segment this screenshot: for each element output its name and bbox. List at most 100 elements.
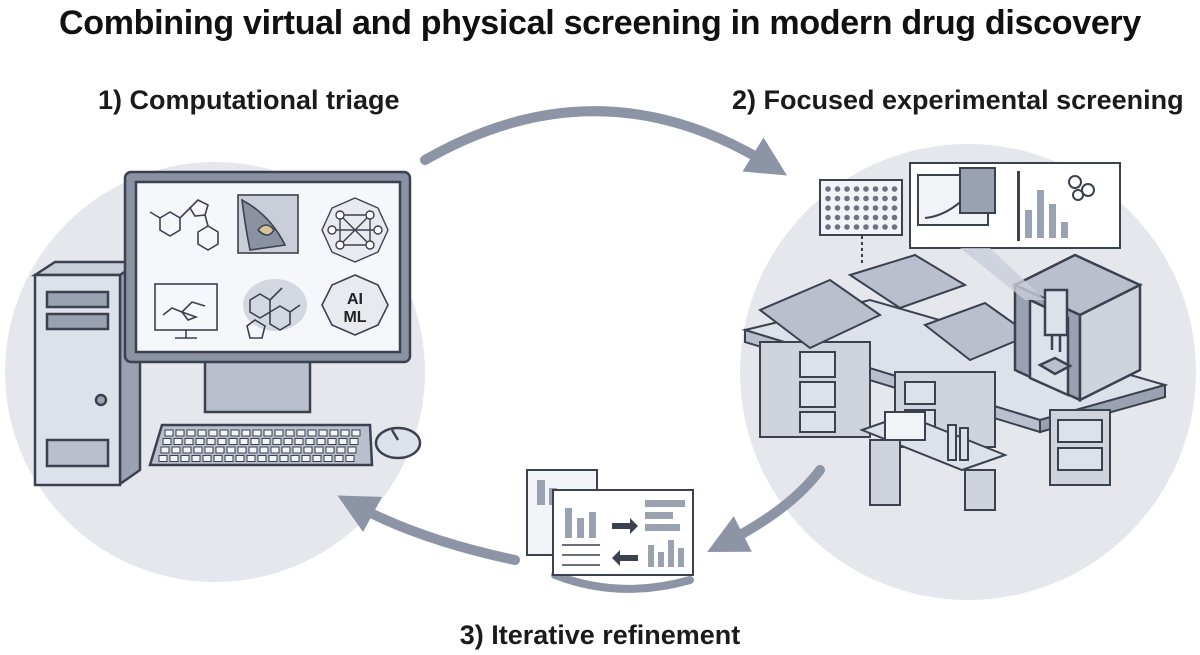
well (891, 205, 898, 211)
key (228, 438, 238, 445)
neural-network-icon (321, 197, 389, 263)
ml-label: ML (343, 309, 366, 326)
key (292, 446, 302, 454)
report-document-icon (526, 469, 694, 576)
key (246, 455, 256, 462)
key (270, 446, 280, 454)
key (314, 446, 324, 454)
key (272, 438, 282, 445)
key (204, 446, 214, 454)
key (250, 438, 260, 445)
well (844, 205, 850, 211)
well (825, 205, 831, 211)
page-title: Combining virtual and physical screening… (59, 4, 1141, 42)
key (316, 438, 326, 445)
well (844, 214, 850, 221)
well (825, 195, 831, 202)
well (872, 214, 879, 221)
key (327, 438, 337, 445)
key (206, 438, 216, 445)
key (285, 429, 295, 437)
key (347, 446, 357, 454)
molecule-icon (149, 199, 219, 251)
key (325, 446, 335, 454)
key (349, 438, 359, 445)
key (257, 455, 267, 462)
key (175, 429, 185, 437)
key (169, 455, 179, 462)
key (263, 429, 273, 437)
key (312, 455, 322, 462)
well (863, 214, 869, 221)
arrow-icon (337, 495, 520, 565)
well (882, 186, 888, 192)
key (182, 446, 192, 454)
key (230, 429, 240, 437)
well (825, 214, 831, 221)
key (202, 455, 212, 462)
key (180, 455, 190, 462)
key (219, 429, 229, 437)
key (279, 455, 289, 462)
well (853, 186, 860, 192)
well (891, 214, 898, 221)
key (274, 429, 284, 437)
key (290, 455, 300, 462)
key (237, 446, 247, 454)
well (844, 224, 850, 230)
key (296, 429, 306, 437)
well (872, 186, 879, 192)
well (853, 224, 860, 230)
key (224, 455, 234, 462)
well (863, 195, 869, 202)
well (882, 205, 888, 211)
key (351, 429, 361, 437)
key (162, 438, 172, 445)
key (345, 455, 355, 462)
well (863, 224, 869, 230)
key (217, 438, 227, 445)
well (891, 186, 898, 192)
molecule-icon (243, 279, 307, 339)
key (338, 438, 348, 445)
key (323, 455, 333, 462)
well-plate-icon (819, 179, 903, 265)
key (281, 446, 291, 454)
key (241, 429, 251, 437)
well (872, 224, 879, 230)
well (853, 214, 860, 221)
well (863, 205, 869, 211)
key (193, 446, 203, 454)
well (882, 195, 888, 202)
key (197, 429, 207, 437)
key (235, 455, 245, 462)
key (195, 438, 205, 445)
protein-pocket-icon (237, 194, 299, 254)
key (158, 455, 168, 462)
key (208, 429, 218, 437)
key (173, 438, 183, 445)
well (834, 224, 841, 230)
key (305, 438, 315, 445)
well (882, 224, 888, 230)
key (252, 429, 262, 437)
robot-arm-icon (960, 248, 1143, 403)
well (882, 214, 888, 221)
well (863, 186, 869, 192)
well (825, 186, 831, 192)
key (213, 455, 223, 462)
key (283, 438, 293, 445)
key (248, 446, 258, 454)
key (164, 429, 174, 437)
well (834, 214, 841, 221)
results-panel (909, 162, 1121, 249)
key (268, 455, 278, 462)
well (891, 195, 898, 202)
well (853, 205, 860, 211)
well (825, 224, 831, 230)
cycle-arrows (337, 106, 825, 593)
key (294, 438, 304, 445)
key (171, 446, 181, 454)
key (336, 446, 346, 454)
